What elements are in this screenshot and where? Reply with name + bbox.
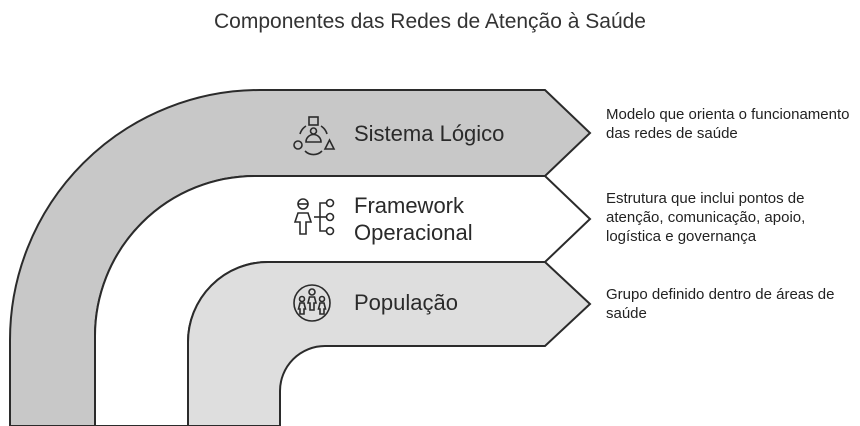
network-people-icon [293,116,336,156]
person-hierarchy-icon [293,198,335,236]
label-line: Sistema Lógico [354,121,505,146]
diagram-title: Componentes das Redes de Atenção à Saúde [214,10,646,33]
label-sistema-logico: Sistema Lógico [354,120,504,147]
band-populacao [187,261,592,426]
description-populacao: Grupo definido dentro de áreas de saúde [606,286,835,322]
population-group-icon [293,284,331,322]
label-populacao: População [354,289,458,316]
description-framework-operacional: Estrutura que inclui pontos de atenção, … [606,190,806,245]
label-line: Operacional [354,220,473,245]
label-line: Framework [354,193,465,218]
label-framework-operacional: Framework Operacional [354,192,473,246]
description-sistema-logico: Modelo que orienta o funcionamento das r… [606,106,850,142]
label-line: População [354,290,458,315]
